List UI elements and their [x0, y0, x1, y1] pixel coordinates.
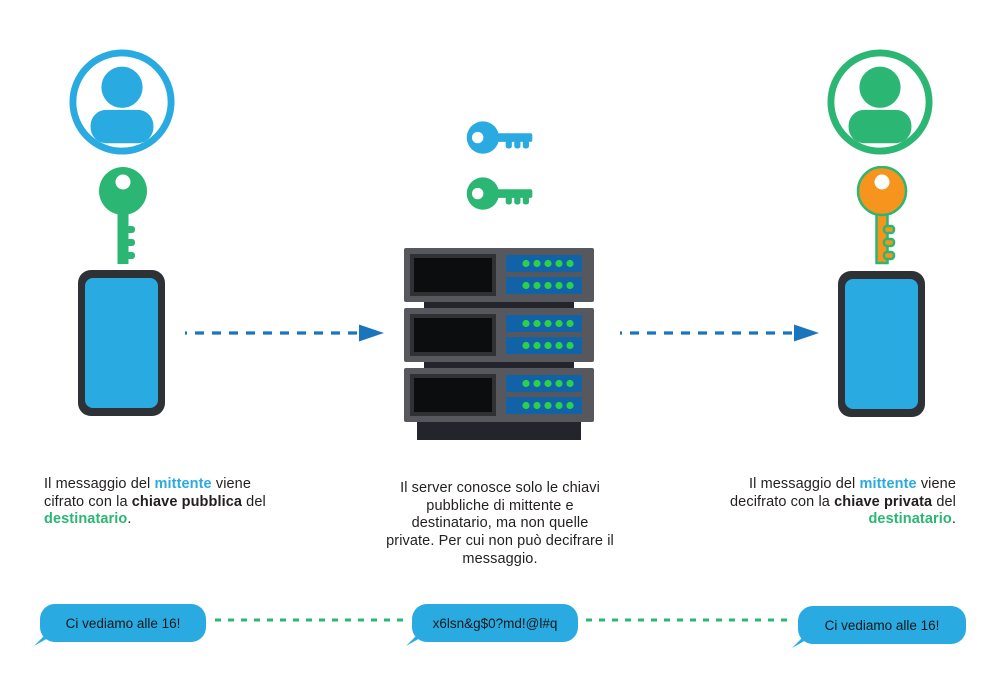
highlight-mittente: mittente: [859, 476, 917, 492]
message-text: Ci vediamo alle 16!: [65, 615, 181, 631]
smartphone-icon: [78, 270, 165, 416]
caption-text: .: [127, 511, 132, 528]
dashed-connector: [215, 618, 405, 622]
phone-screen: [845, 279, 918, 409]
server-rack-icon: [404, 248, 594, 440]
caption-text: .: [951, 511, 956, 528]
caption-text: del: [242, 493, 266, 510]
key-icon: [466, 177, 533, 210]
message-text: Ci vediamo alle 16!: [824, 617, 940, 633]
key-icon: [99, 167, 147, 264]
message-bubble-sender: Ci vediamo alle 16!: [40, 604, 206, 642]
caption-text: Il messaggio del: [748, 476, 860, 492]
caption-recipient: Il messaggio del mittente viene decifrat…: [710, 476, 956, 529]
highlight-mittente: mittente: [154, 476, 212, 492]
caption-text: viene decifrato con la: [730, 476, 956, 510]
caption-sender: Il messaggio del mittente viene cifrato …: [44, 476, 284, 529]
caption-text: del: [932, 493, 956, 510]
message-text: x6lsn&g$0?md!@l#q: [432, 615, 558, 631]
caption-text: viene cifrato con la: [44, 476, 252, 510]
key-icon: [466, 121, 533, 154]
highlight-destinatario: destinatario: [868, 511, 952, 528]
highlight-chiave-pubblica: chiave pubblica: [131, 493, 243, 510]
caption-text: Il messaggio del: [44, 476, 155, 492]
message-bubble-recipient: Ci vediamo alle 16!: [798, 606, 966, 644]
smartphone-icon: [838, 271, 925, 417]
person-icon: [69, 49, 175, 155]
phone-screen: [85, 278, 158, 408]
message-bubble-encrypted: x6lsn&g$0?md!@l#q: [412, 604, 578, 642]
key-icon: [856, 166, 908, 265]
person-icon: [827, 49, 933, 155]
caption-server: Il server conosce solo le chiavi pubblic…: [386, 480, 614, 567]
arrow-right-icon: [620, 324, 819, 342]
dashed-connector: [586, 618, 790, 622]
arrow-right-icon: [185, 324, 384, 342]
highlight-chiave-privata: chiave privata: [834, 493, 933, 510]
highlight-destinatario: destinatario: [44, 511, 128, 528]
